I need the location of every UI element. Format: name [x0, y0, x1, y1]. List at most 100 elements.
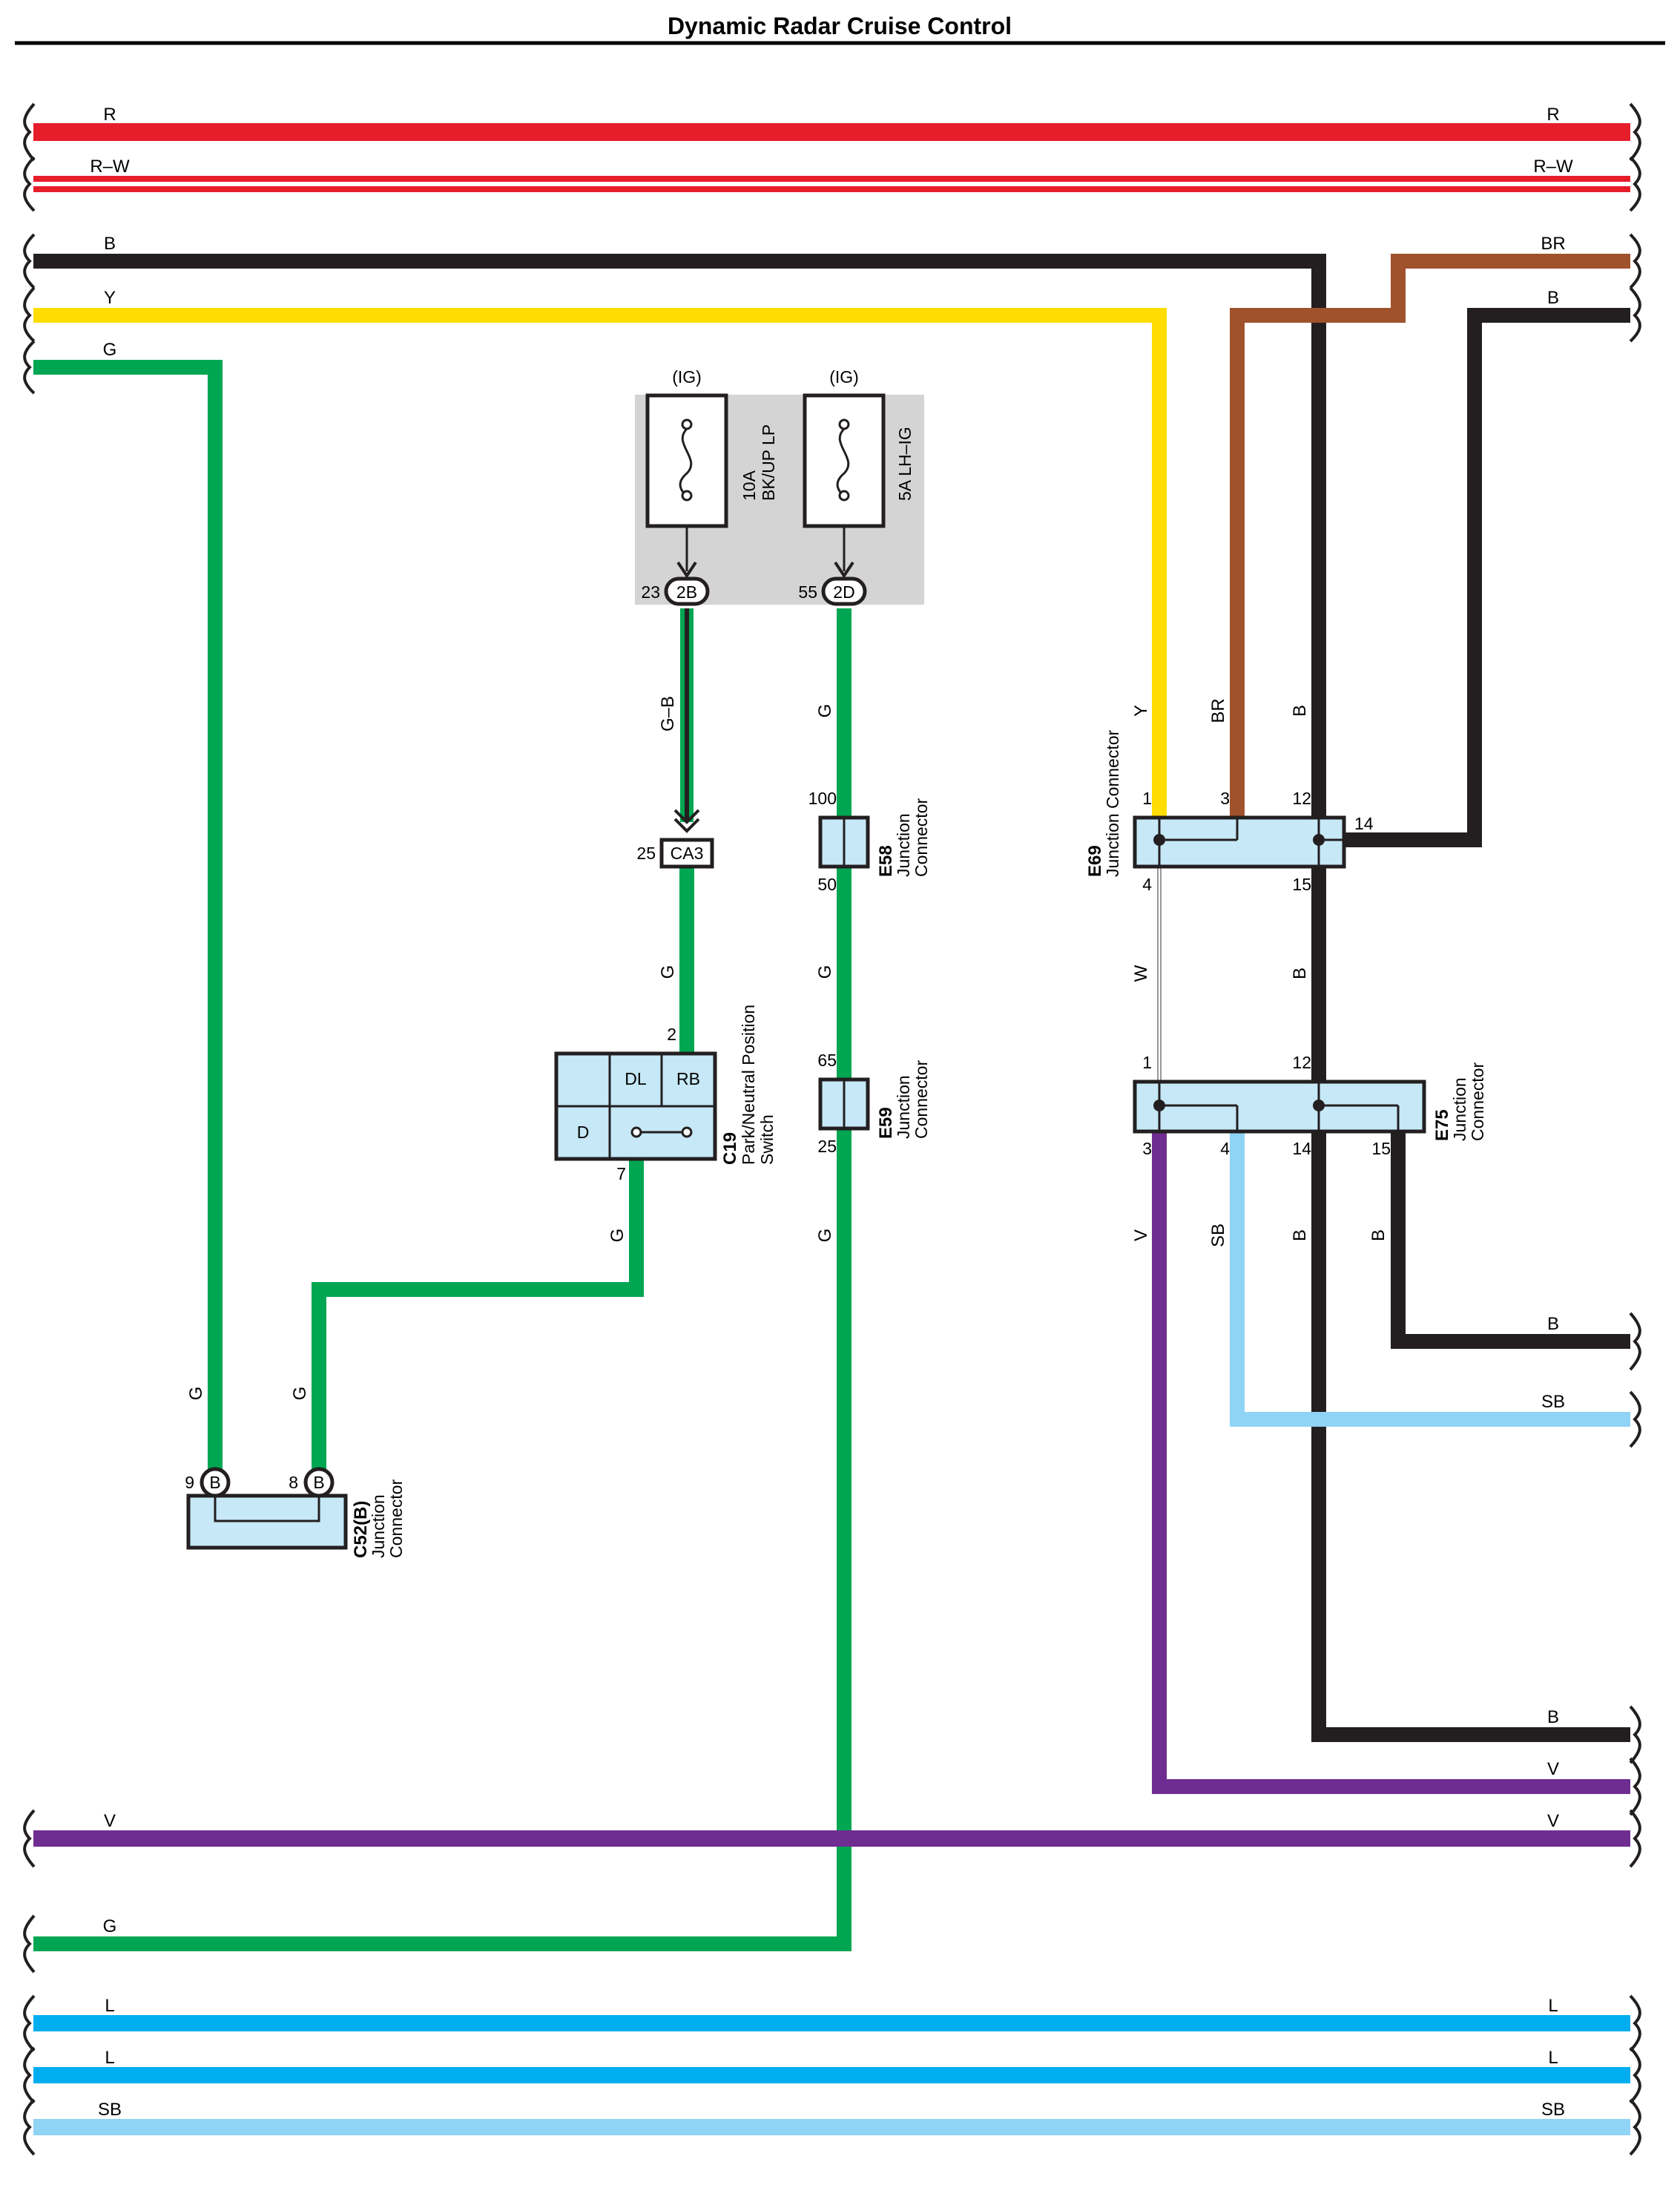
e58-junction: Junction	[894, 813, 913, 877]
fuse-lhig-name: 5A LH–IG	[895, 427, 915, 501]
e69-name: Junction Connector	[1103, 729, 1122, 877]
label-g-vert-1: G	[186, 1387, 206, 1401]
connector-c52: B B 9 8 C52(B) Junction Connector	[185, 1467, 406, 1558]
c19-pin-bottom: 7	[616, 1164, 626, 1183]
c52-pin-9: 9	[185, 1473, 194, 1492]
label-sb-right-bottom: SB	[1541, 2100, 1565, 2120]
ca3-double-arrow-icon	[673, 809, 700, 833]
e59-pin-top: 65	[817, 1051, 837, 1070]
connector-ca3: CA3 25	[636, 809, 714, 869]
connector-e59: 65 25 E59 Junction Connector	[817, 1051, 931, 1156]
e59-connector: Connector	[912, 1060, 931, 1139]
wire-b-e75-15	[1391, 1131, 1630, 1349]
plug-2d: 2D 55	[798, 576, 867, 606]
fuse-bkup: (IG) 10A BK/UP LP	[645, 367, 778, 579]
e69-pin-4: 4	[1142, 875, 1152, 894]
connector-e58: 100 50 E58 Junction Connector	[808, 789, 931, 894]
connector-e75: 1 12 3 4 14 15 E75 Junction Connector	[1133, 1053, 1487, 1158]
e75-splice-1	[1153, 1100, 1165, 1111]
c19-pin-top: 2	[667, 1025, 676, 1044]
e75-pin-15: 15	[1371, 1139, 1391, 1158]
label-g-left: G	[103, 340, 117, 360]
wire-br	[1230, 254, 1630, 818]
label-b-vert-3: B	[1290, 1229, 1310, 1241]
fuse-lhig-ig: (IG)	[829, 367, 859, 387]
label-rw-left: R–W	[90, 157, 130, 177]
label-b-right-e75: B	[1547, 1314, 1559, 1334]
e58-code: E58	[876, 845, 896, 877]
wire-y	[33, 308, 1167, 818]
label-br-vert: BR	[1208, 698, 1228, 723]
label-g-vert-6: G	[815, 965, 835, 979]
label-r-right: R	[1546, 105, 1559, 125]
e75-pin-3: 3	[1142, 1139, 1152, 1158]
fuse-bkup-arrow-icon	[676, 561, 697, 579]
e69-splice-1	[1153, 834, 1165, 846]
label-l1-right: L	[1548, 1996, 1558, 2016]
e69-splice-2	[1313, 834, 1325, 846]
e75-pin-4: 4	[1220, 1139, 1230, 1158]
e58-pin-bottom: 50	[817, 875, 837, 894]
e59-code: E59	[876, 1107, 896, 1139]
c52-plug-2: B	[313, 1473, 324, 1492]
fuse-lhig-arrow-icon	[834, 561, 854, 579]
c19-rb: RB	[676, 1069, 700, 1088]
e75-junction: Junction	[1450, 1077, 1469, 1141]
wire-g-c19-c52	[312, 1157, 644, 1476]
e69-pin-12: 12	[1292, 789, 1311, 808]
e75-pin-1: 1	[1142, 1053, 1152, 1072]
label-b-vert-2: B	[1290, 967, 1310, 979]
e75-splice-2	[1313, 1100, 1325, 1111]
label-g-vert-3: G	[658, 965, 678, 979]
label-b-vert-1: B	[1290, 705, 1310, 717]
label-b-left: B	[104, 234, 116, 254]
wire-labels-vertical: G G G–B G G G G G Y BR B W B V SB B B	[186, 696, 1389, 1400]
label-r-left: R	[103, 105, 116, 125]
label-br-right: BR	[1541, 234, 1565, 254]
c52-pin-8: 8	[289, 1473, 298, 1492]
label-sb-left-bottom: SB	[98, 2100, 122, 2120]
c52-plug-1: B	[209, 1473, 220, 1492]
c52-code: C52(B)	[351, 1501, 371, 1558]
pin-23: 23	[641, 582, 660, 602]
e69-pin-15: 15	[1292, 875, 1311, 894]
ca3-pin: 25	[636, 844, 656, 863]
label-v-vert: V	[1131, 1229, 1151, 1241]
label-l2-right: L	[1548, 2048, 1558, 2068]
label-sb-right: SB	[1541, 1392, 1565, 1412]
fuse-bkup-ig: (IG)	[672, 367, 702, 387]
label-w-vert: W	[1131, 965, 1151, 982]
e69-code: E69	[1085, 845, 1105, 877]
break-marks-right	[1629, 102, 1641, 2156]
label-l2-left: L	[105, 2048, 114, 2068]
c52-connector: Connector	[386, 1479, 406, 1558]
label-b-right-top: B	[1547, 288, 1559, 308]
break-marks-left	[23, 102, 36, 2156]
plug-2b: 2B 23	[641, 576, 710, 606]
wire-v-e75	[1152, 1131, 1630, 1794]
e58-pin-top: 100	[808, 789, 837, 808]
c19-code: C19	[720, 1132, 740, 1165]
label-g-vert-2: G	[290, 1387, 310, 1401]
c52-junction: Junction	[369, 1494, 388, 1558]
label-v-left-full: V	[104, 1811, 116, 1831]
wire-g-left	[33, 360, 223, 1476]
c19-d: D	[577, 1123, 590, 1142]
ca3-label: CA3	[671, 844, 704, 863]
e69-pin-1: 1	[1142, 789, 1152, 808]
label-rw-right: R–W	[1533, 157, 1573, 177]
pin-55: 55	[798, 582, 817, 602]
label-g-vert-5: G	[815, 704, 835, 718]
wire-sb-e75	[1230, 1131, 1630, 1427]
e59-junction: Junction	[894, 1075, 913, 1139]
label-y-left: Y	[104, 288, 116, 308]
wire-b-e69-14	[1344, 308, 1630, 847]
label-g-bottom: G	[103, 1916, 117, 1936]
c19-name-1: Park/Neutral Position	[739, 1005, 758, 1165]
label-l1-left: L	[105, 1996, 114, 2016]
plug-2d-label: 2D	[833, 582, 854, 602]
c19-switch-icon	[630, 1126, 693, 1138]
plug-2b-label: 2B	[676, 582, 697, 602]
e69-pin-14: 14	[1354, 814, 1374, 833]
